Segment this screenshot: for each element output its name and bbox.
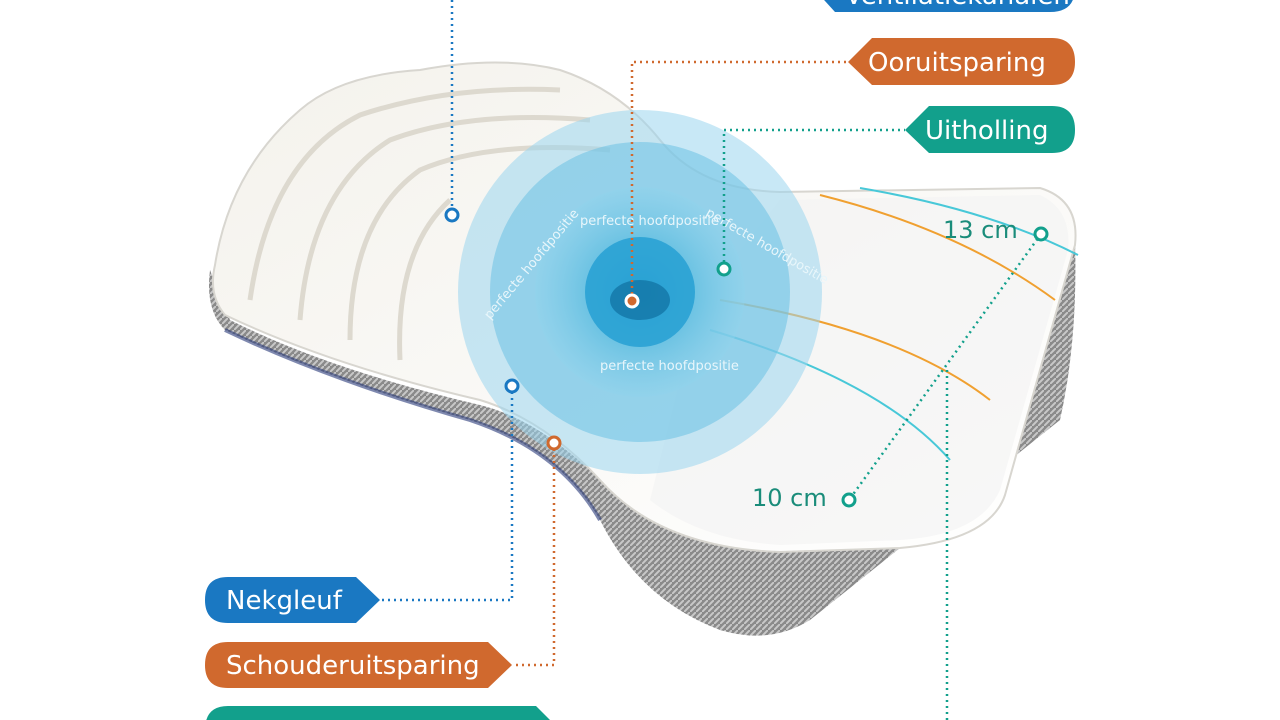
label-ventilation: Ventilatiekanalen xyxy=(824,0,1073,12)
svg-text:Ooruitsparing: Ooruitsparing xyxy=(868,48,1046,78)
label-shoulder-recess: Schouderuitsparing xyxy=(205,642,512,688)
label-neck-groove: Nekgleuf xyxy=(205,577,380,623)
back-height-label: 13 cm xyxy=(943,216,1018,244)
svg-text:Ventilatiekanalen: Ventilatiekanalen xyxy=(845,0,1070,11)
head-zone-text: perfecte hoofdpositie xyxy=(580,214,719,229)
svg-text:Schouderuitsparing: Schouderuitsparing xyxy=(226,651,480,681)
head-position-zone: perfecte hoofdpositie perfecte hoofdposi… xyxy=(458,110,831,474)
label-ear-recess: Ooruitsparing xyxy=(848,38,1075,85)
svg-text:Uitholling: Uitholling xyxy=(925,116,1049,146)
label-hollow: Uitholling xyxy=(905,106,1075,153)
svg-text:Nekgleuf: Nekgleuf xyxy=(226,586,343,616)
head-zone-text: perfecte hoofdpositie xyxy=(600,359,739,374)
front-height-label: 10 cm xyxy=(752,484,827,512)
pillow-side xyxy=(209,240,1076,636)
label-bottom-cropped xyxy=(206,706,550,720)
